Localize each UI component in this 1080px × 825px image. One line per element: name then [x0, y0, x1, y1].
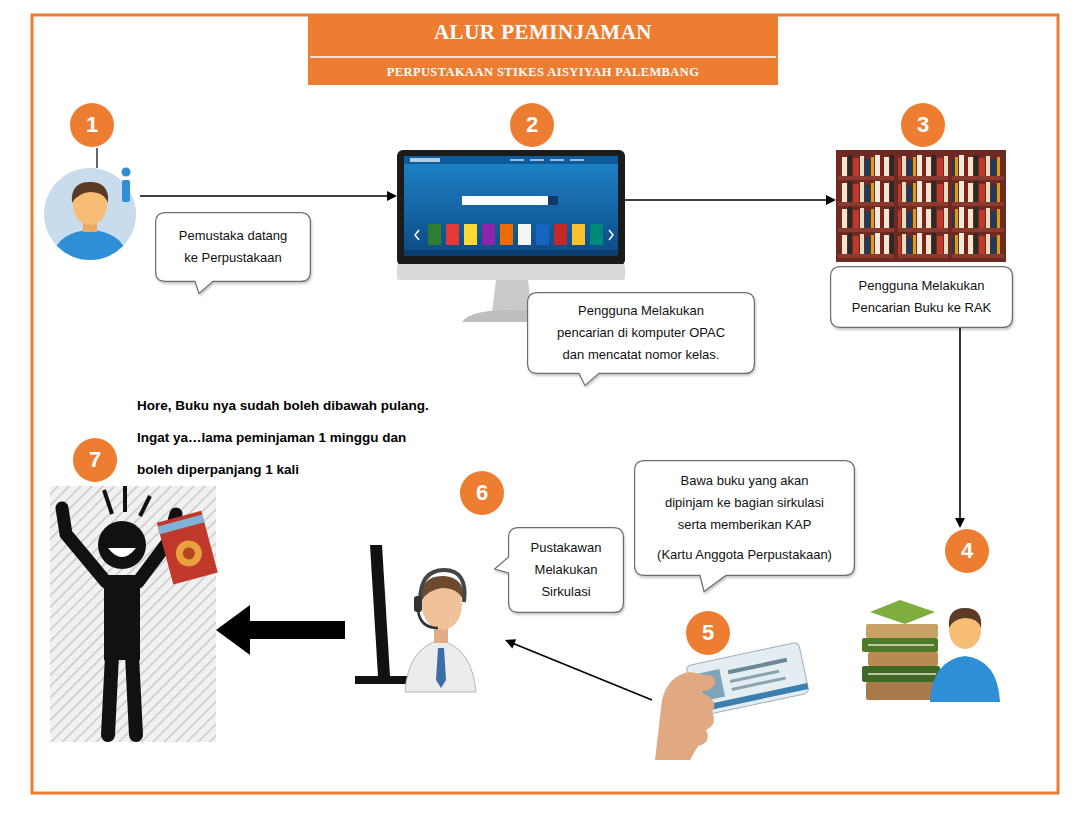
bubble-text: (Kartu Anggota Perpustakaan)	[652, 544, 837, 566]
note-text: Hore, Buku nya sudah boleh dibawah pulan…	[137, 397, 429, 415]
number-circle: 3	[901, 103, 945, 147]
callout-number: 7	[89, 448, 101, 472]
flow-arrow	[625, 195, 836, 205]
bubble-shape	[831, 267, 1013, 328]
bubble-shape	[156, 213, 311, 294]
callout-number: 4	[961, 539, 973, 563]
callout-number: 3	[917, 113, 929, 137]
note-text: Ingat ya…lama peminjaman 1 minggu dan	[137, 429, 406, 447]
flow-arrow	[955, 328, 965, 528]
step-node: 2	[397, 102, 625, 290]
step-node: 3	[836, 102, 1005, 262]
number-circle: 4	[945, 529, 989, 573]
bubble-text: Bawa buku yang akan dipinjam ke bagian s…	[662, 470, 827, 536]
bubble-text: Pengguna Melakukan Pencarian Buku ke RAK	[846, 275, 997, 319]
step-node: 5	[652, 610, 812, 757]
note-text: boleh diperpanjang 1 kali	[137, 461, 299, 479]
librarian	[355, 545, 476, 692]
step-node: 7	[50, 438, 216, 742]
connector-line	[625, 199, 827, 201]
speech-bubble: Pengguna Melakukan Pencarian Buku ke RAK	[830, 266, 1013, 328]
title-text: ALUR PEMINJAMAN	[308, 19, 778, 45]
connector-line	[959, 328, 961, 519]
speech-bubble: Pengguna Melakukan pencarian di komputer…	[527, 292, 755, 374]
arrow-head	[955, 518, 965, 528]
number-circle: 2	[510, 103, 554, 147]
visitor-icon	[44, 148, 136, 262]
callout-number: 2	[526, 113, 538, 137]
arrow-head	[505, 639, 516, 648]
connector-line	[247, 621, 345, 639]
number-circle: 7	[73, 438, 117, 482]
bubble-text: Pengguna Melakukan pencarian di komputer…	[553, 300, 729, 366]
subtitle-text: PERPUSTAKAAN STIKES AISYIYAH PALEMBANG	[308, 64, 778, 80]
thick-arrow	[216, 605, 345, 655]
callout-number: 1	[86, 113, 98, 137]
bubble-shape	[528, 293, 755, 386]
callout-number: 5	[702, 621, 714, 645]
step-node: 6	[345, 470, 505, 692]
connector-line	[140, 195, 388, 197]
page-frame	[32, 14, 1058, 793]
reader-with-books	[862, 600, 1000, 702]
speech-bubble: Pemustaka datang ke Perpustakaan	[155, 212, 311, 282]
flow-arrow	[505, 639, 652, 700]
step-node: 1	[45, 102, 140, 262]
step-node: 4	[862, 528, 1000, 702]
arrow-head	[826, 195, 836, 205]
bubble-shape	[495, 528, 624, 613]
happy-borrower	[50, 486, 218, 742]
number-circle: 1	[70, 103, 114, 147]
bubble-text: Pustakawan Melakukan Sirkulasi	[526, 537, 606, 603]
arrow-head	[216, 605, 250, 655]
bubble-text: Pemustaka datang ke Perpustakaan	[175, 225, 291, 269]
bubble-outline	[155, 212, 311, 282]
connector-line	[513, 643, 652, 700]
library-card	[655, 642, 809, 760]
bookshelf	[836, 150, 1006, 262]
callout-number: 6	[476, 481, 488, 505]
number-circle: 6	[460, 471, 504, 515]
speech-bubble: Pustakawan Melakukan Sirkulasi	[508, 527, 624, 613]
bubble-outline	[830, 266, 1013, 328]
arrow-head	[387, 191, 397, 201]
flow-arrow	[140, 191, 397, 201]
number-circle: 5	[686, 611, 730, 655]
bubble-shape	[635, 461, 855, 592]
speech-bubble: Bawa buku yang akan dipinjam ke bagian s…	[634, 460, 855, 576]
